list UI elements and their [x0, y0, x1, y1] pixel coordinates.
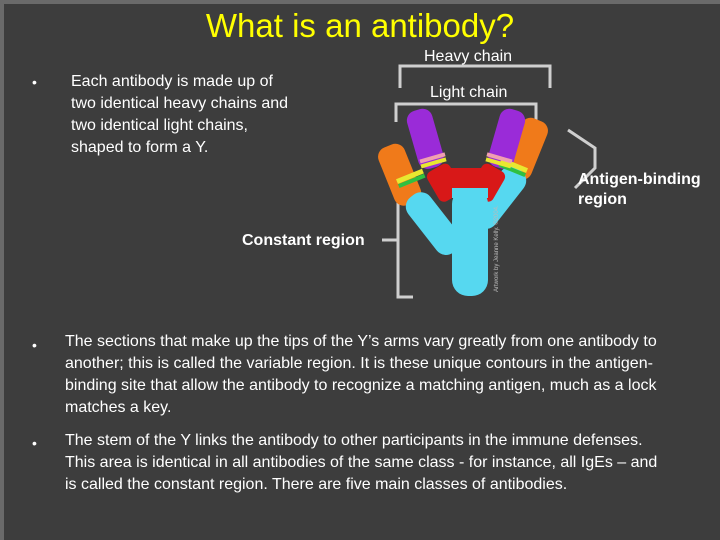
- right-heavy-variable: [488, 108, 526, 169]
- constant-region-label: Constant region: [242, 232, 365, 249]
- bullet-dot: •: [32, 74, 37, 90]
- slide-frame-left: [0, 0, 4, 540]
- left-heavy-marker-yellow: [420, 157, 447, 169]
- left-light-variable: [378, 143, 422, 206]
- variable-region-bullet: The sections that make up the tips of th…: [65, 333, 657, 416]
- bullet-dot: •: [32, 435, 37, 451]
- antigen-binding-bracket: [567, 128, 597, 190]
- left-light-marker-yellow: [396, 168, 424, 184]
- constant-region-bullet: The stem of the Y links the antibody to …: [65, 432, 658, 493]
- heavy-chain-label: Heavy chain: [424, 48, 513, 65]
- slide-title: What is an antibody?: [205, 7, 515, 44]
- intro-bullet-text: Each antibody is made up of two identica…: [71, 73, 289, 156]
- right-heavy-marker-yellow: [485, 157, 512, 169]
- stem-top: [452, 188, 488, 198]
- left-light-constant: [405, 192, 462, 255]
- hinge-region: [438, 168, 496, 194]
- heavy-chain-bracket: [398, 64, 552, 88]
- light-chain-label: Light chain: [430, 84, 508, 101]
- light-chain-bracket: [394, 102, 538, 122]
- slide-frame-top: [0, 0, 720, 4]
- bullet-dot: •: [32, 337, 37, 353]
- right-heavy-marker-pink: [486, 152, 513, 164]
- constant-stem: [452, 188, 488, 296]
- artwork-credit: Artwork by Jeanne Kelly. ©2004.: [493, 205, 500, 292]
- left-heavy-marker-pink: [419, 152, 446, 164]
- antigen-binding-label: Antigen-binding region: [578, 171, 701, 208]
- left-light-marker-green: [398, 173, 426, 188]
- left-heavy-variable: [406, 108, 444, 169]
